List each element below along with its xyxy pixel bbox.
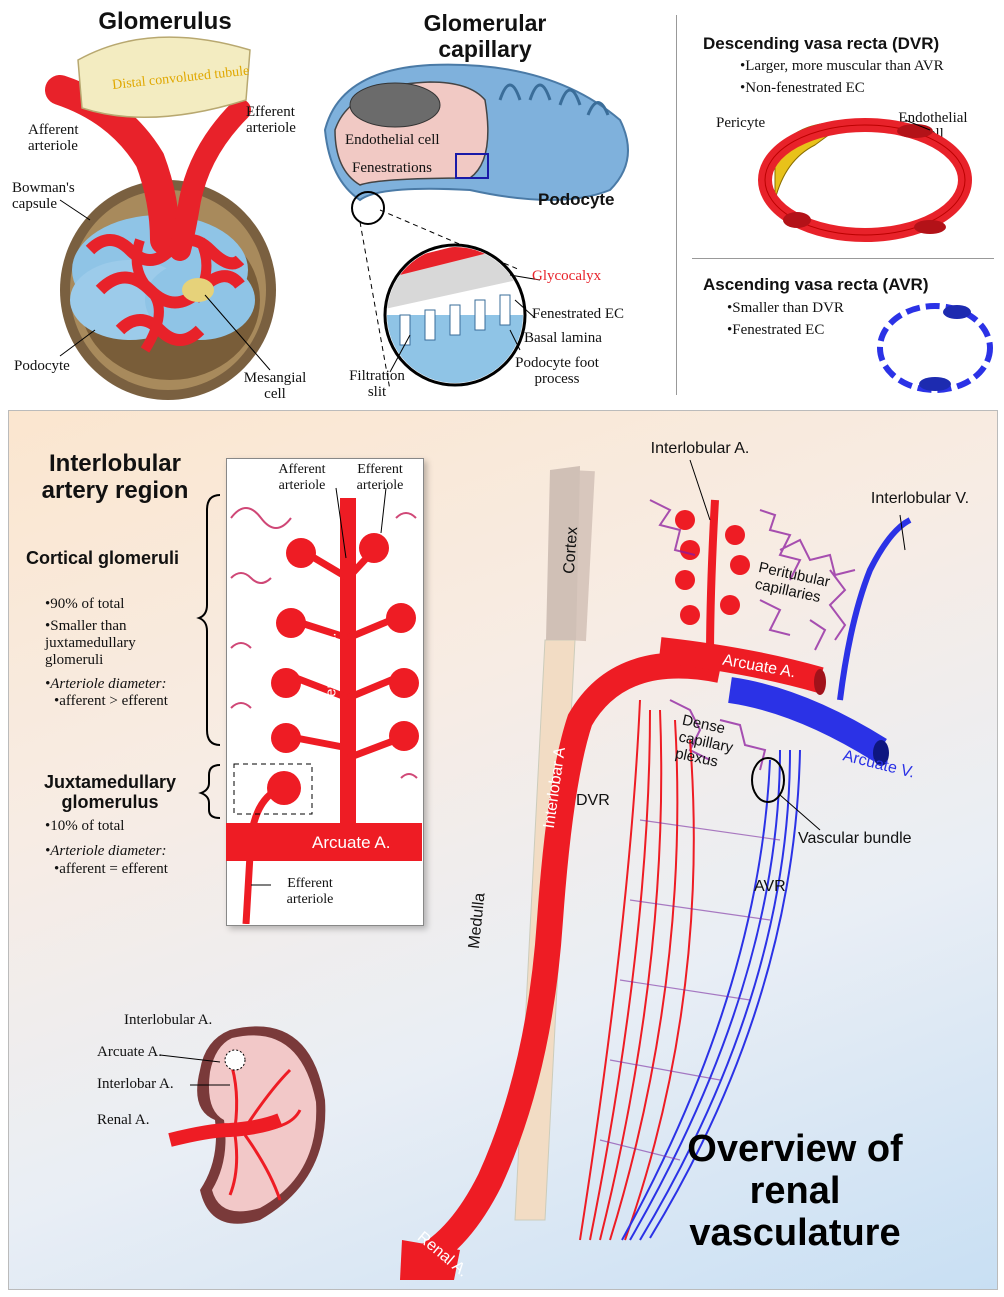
- avr-bullet: Smaller than DVR: [727, 300, 844, 317]
- interlobular-region-title: Interlobular artery region: [20, 450, 210, 504]
- filtration-slit-label: Filtration slit: [346, 368, 408, 400]
- efferent-arteriole-label: Efferent arteriole: [246, 104, 306, 136]
- inset-afferent-label: Afferent arteriole: [262, 462, 342, 494]
- juxta-title: Juxtamedullary glomerulus: [20, 772, 200, 812]
- fenestrated-ec-label: Fenestrated EC: [532, 306, 624, 322]
- kidney-illustration: [150, 1010, 330, 1235]
- avr-cross-section: [875, 298, 1000, 398]
- avr-label: AVR: [754, 878, 786, 896]
- kidney-arcuate-label: Arcuate A.: [97, 1044, 162, 1060]
- dvr-title: Descending vasa recta (DVR): [703, 34, 939, 54]
- kidney-interlobular-label: Interlobular A.: [124, 1012, 212, 1028]
- cortical-bullet: Smaller than juxtamedullary glomeruli: [45, 618, 195, 669]
- dvr-bullet: Non-fenestrated EC: [740, 80, 865, 97]
- avr-title: Ascending vasa recta (AVR): [703, 275, 928, 295]
- divider: [692, 258, 994, 259]
- dvr-label: DVR: [576, 792, 610, 810]
- juxta-bullet-rest: afferent = efferent: [54, 861, 168, 878]
- dvr-bullet: Larger, more muscular than AVR: [740, 58, 944, 75]
- overview-title: Overview of renal vasculature: [645, 1128, 945, 1254]
- cortical-bullet: Arteriole diameter:: [45, 676, 167, 693]
- foot-process-label: Podocyte foot process: [512, 355, 602, 387]
- kidney-renal-label: Renal A.: [97, 1112, 150, 1128]
- bowmans-capsule-label: Bowman's capsule: [12, 180, 82, 212]
- capillary-title: Glomerular capillary: [410, 10, 560, 62]
- capillary-podocyte-label: Podocyte: [538, 190, 615, 210]
- inset-efferent-bottom-label: Efferent arteriole: [275, 876, 345, 908]
- nucleus-shape: [350, 83, 440, 127]
- avr-bullet: Fenestrated EC: [727, 322, 824, 339]
- interlobular-v-label: Interlobular V.: [870, 490, 970, 508]
- podocyte-label: Podocyte: [14, 358, 70, 374]
- endothelial-cell-label: Endothelial cell: [345, 132, 440, 148]
- inset-arcuate-label: Arcuate A.: [312, 833, 390, 853]
- kidney-interlobar-label: Interlobar A.: [97, 1076, 174, 1092]
- cortical-bullet-rest: afferent > efferent: [54, 693, 168, 710]
- capillary-illustration: [320, 60, 650, 405]
- mesangial-cell-shape: [182, 278, 214, 302]
- basal-lamina-label: Basal lamina: [524, 330, 602, 346]
- section-brackets: [195, 490, 225, 820]
- dvr-cross-section: [755, 115, 995, 245]
- juxta-bullet: 10% of total: [45, 818, 124, 835]
- cortical-bullet: 90% of total: [45, 596, 124, 613]
- cortical-title: Cortical glomeruli: [20, 548, 185, 568]
- fenestrations-label: Fenestrations: [352, 160, 432, 176]
- mesangial-cell-label: Mesangial cell: [240, 370, 310, 402]
- vascular-bundle-label: Vascular bundle: [798, 830, 912, 848]
- interlobular-vein-main: [840, 520, 910, 700]
- divider: [676, 15, 677, 395]
- afferent-arteriole-label: Afferent arteriole: [28, 122, 98, 154]
- glycocalyx-label: Glycocalyx: [532, 268, 601, 284]
- inset-interlobar-label: Interlobar A.: [323, 584, 340, 714]
- interlobular-a-label: Interlobular A.: [650, 440, 750, 458]
- juxta-bullet: Arteriole diameter:: [45, 843, 167, 860]
